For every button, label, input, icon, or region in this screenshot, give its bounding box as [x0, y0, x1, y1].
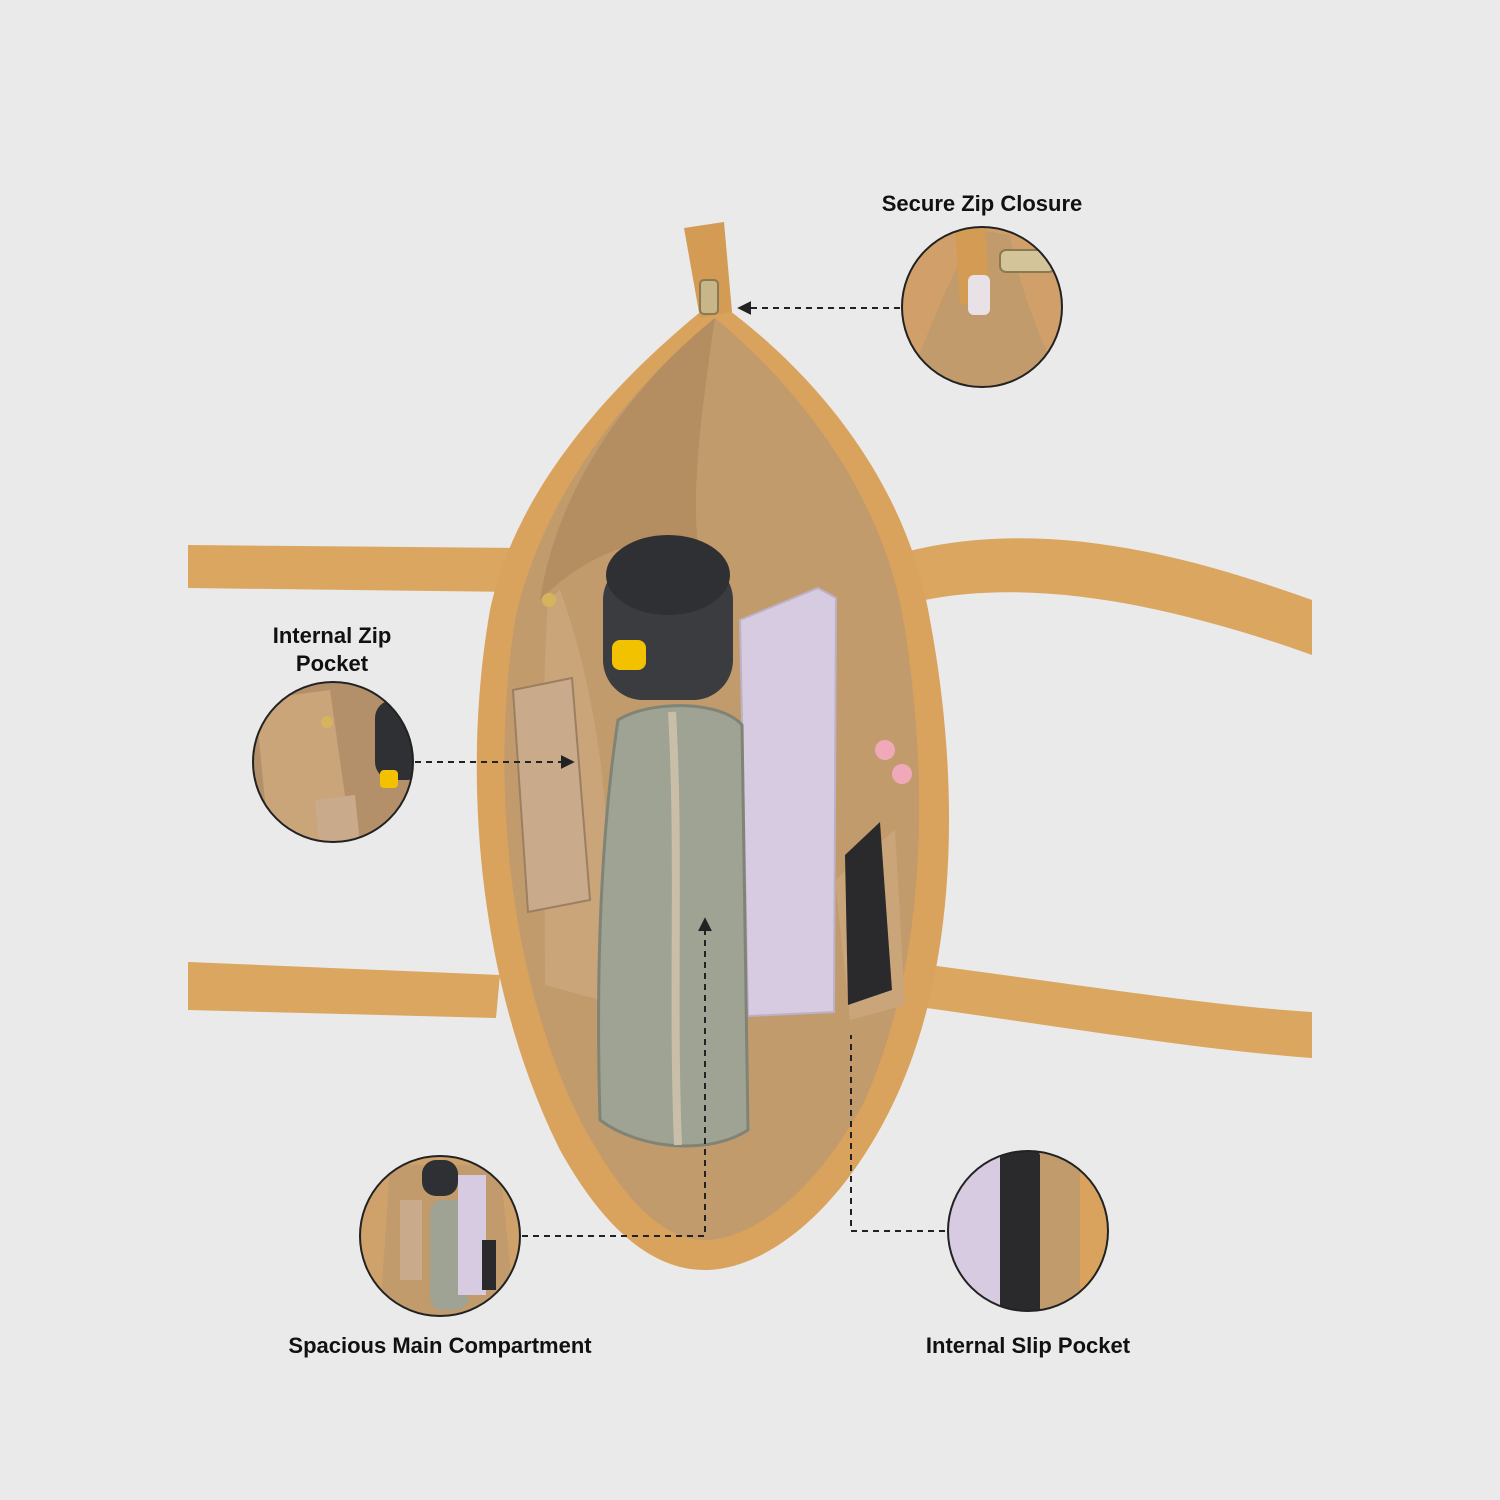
zoom-zip-closure [901, 226, 1063, 388]
zoom-slip-pocket [947, 1150, 1109, 1312]
dashed-arrow-icon [415, 301, 945, 1237]
notebook [738, 586, 838, 1018]
zip-tab [684, 222, 732, 318]
zoom-main-compartment [359, 1155, 521, 1317]
label-internal-slip-pocket: Internal Slip Pocket [925, 1333, 1131, 1358]
earbud [875, 740, 895, 760]
label-secure-zip-closure: Secure Zip Closure [881, 191, 1083, 216]
zip-puller-icon [699, 279, 719, 315]
strap-top-right [905, 538, 1312, 655]
zoom-internal-zip-pocket [252, 681, 414, 843]
pocket-zip-pull [542, 593, 556, 607]
strap-bottom-left [188, 962, 500, 1018]
pouch-zipper [668, 711, 682, 1146]
bag-straps [188, 538, 1312, 1058]
strap-top-left [188, 545, 520, 592]
label-spacious-main-compartment: Spacious Main Compartment [288, 1333, 592, 1358]
phone [845, 822, 892, 1005]
arrow-main-compartment [522, 917, 712, 1237]
strap-bottom-right [905, 962, 1312, 1058]
lining-shadow [540, 318, 715, 600]
wallet [511, 676, 592, 914]
label-internal-zip-pocket: Internal Zip Pocket [272, 623, 392, 676]
earbud [892, 764, 912, 784]
water-bottle [603, 535, 733, 700]
arrow-slip-pocket [850, 1035, 945, 1232]
